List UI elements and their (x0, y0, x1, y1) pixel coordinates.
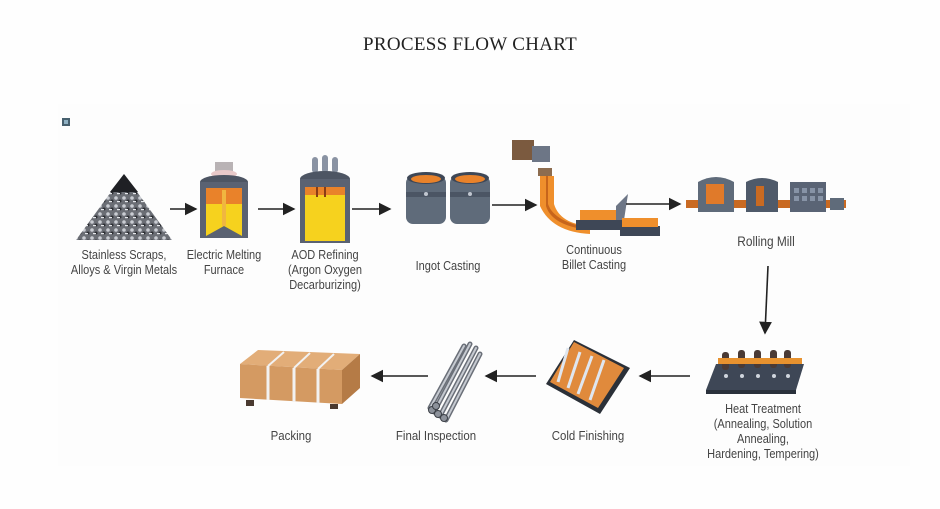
bullet-square-icon (62, 118, 70, 126)
step-label-continuous-billet-casting: Continuous Billet Casting (561, 243, 627, 272)
step-label-aod-refining: AOD Refining (Argon Oxygen Decarburizing… (287, 248, 362, 292)
step-label-rolling-mill: Rolling Mill (737, 234, 795, 249)
ingot-molds-icon (406, 172, 490, 224)
step-label-ingot-casting: Ingot Casting (415, 259, 481, 273)
step-label-cold-finishing: Cold Finishing (551, 428, 625, 443)
page-title: PROCESS FLOW CHART (362, 34, 577, 55)
scrap-pile-icon (76, 174, 172, 240)
furnace-icon (200, 162, 248, 238)
heat-treatment-icon (706, 350, 804, 394)
cold-finishing-icon (546, 340, 630, 414)
step-label-packing: Packing (270, 428, 312, 443)
crate-icon (240, 350, 360, 409)
bar-bundle-icon (427, 341, 483, 423)
billet-caster-icon (512, 140, 660, 236)
step-label-electric-melting-furnace: Electric Melting Furnace (186, 248, 262, 277)
diagram-panel (58, 104, 910, 466)
step-label-heat-treatment: Heat Treatment (Annealing, Solution Anne… (707, 402, 819, 461)
arrow-rolling-to-heat (759, 265, 772, 335)
step-label-stainless-scraps: Stainless Scraps, Alloys & Virgin Metals (70, 248, 178, 277)
rolling-mill-icon (686, 177, 846, 212)
aod-converter-icon (300, 155, 350, 243)
step-label-final-inspection: Final Inspection (395, 428, 477, 443)
